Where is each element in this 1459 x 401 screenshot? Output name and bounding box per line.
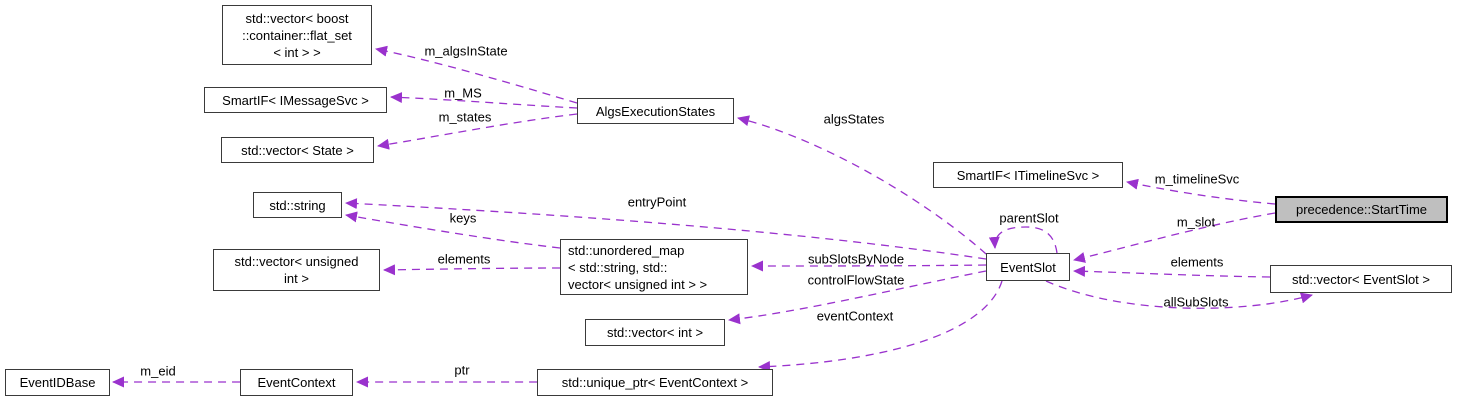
node-std-vector-flat-set[interactable]: std::vector< boost ::container::flat_set… [222,5,372,65]
node-algs-execution-states[interactable]: AlgsExecutionStates [577,98,734,124]
edge-m-ms [390,91,578,109]
node-std-unique-ptr-event-context[interactable]: std::unique_ptr< EventContext > [537,369,773,396]
edge-label-parent-slot: parentSlot [999,210,1059,226]
edge-entry-point [345,198,987,260]
edge-label-entry-point: entryPoint [627,194,687,210]
node-event-id-base[interactable]: EventIDBase [5,369,110,396]
edge-algs-states [737,115,987,255]
edge-label-event-context: eventContext [816,308,894,324]
edge-sub-slots-by-node [751,260,987,272]
node-smartif-imessagesvc[interactable]: SmartIF< IMessageSvc > [204,87,387,113]
edge-label-all-sub-slots: allSubSlots [1163,294,1229,310]
edge-label-algs-states: algsStates [823,111,885,127]
node-std-string[interactable]: std::string [253,192,342,218]
edge-label-keys: keys [449,210,477,226]
edge-label-elements-slot: elements [1170,254,1224,270]
node-event-context[interactable]: EventContext [240,369,353,396]
edge-label-m-slot: m_slot [1176,214,1216,230]
edge-label-m-eid: m_eid [140,363,176,379]
edge-label-elements-map: elements [437,251,491,267]
node-std-vector-event-slot[interactable]: std::vector< EventSlot > [1270,265,1452,293]
edge-label-control-flow-state: controlFlowState [807,272,905,288]
edge-m-algs-in-state [375,45,578,104]
edge-label-m-ms: m_MS [444,85,482,101]
edge-m-slot [1073,212,1276,263]
node-precedence-start-time: precedence::StartTime [1275,196,1448,223]
edge-label-m-states: m_states [438,109,492,125]
edge-control-flow-state [728,270,987,325]
edge-elements-map [383,264,561,276]
node-std-unordered-map[interactable]: std::unordered_map < std::string, std:: … [560,239,748,295]
edge-label-ptr: ptr [454,362,470,378]
edge-elements-slot [1073,265,1271,278]
node-std-vector-state[interactable]: std::vector< State > [221,137,374,163]
edge-all-sub-slots [1045,280,1313,309]
node-event-slot[interactable]: EventSlot [986,253,1070,281]
edge-m-states [377,113,578,150]
node-std-vector-int[interactable]: std::vector< int > [585,319,725,346]
edge-event-context [758,280,1003,373]
edge-label-sub-slots-by-node: subSlotsByNode [807,251,905,267]
node-std-vector-unsigned-int[interactable]: std::vector< unsigned int > [213,249,380,291]
edge-parent-slot [988,226,1058,254]
node-smartif-itimelinesvc[interactable]: SmartIF< ITimelineSvc > [933,162,1123,188]
edge-label-m-algs-in-state: m_algsInState [424,43,508,59]
edge-label-m-timeline-svc: m_timelineSvc [1154,171,1240,187]
edge-keys [345,211,561,249]
edge-m-timeline-svc [1126,178,1276,205]
